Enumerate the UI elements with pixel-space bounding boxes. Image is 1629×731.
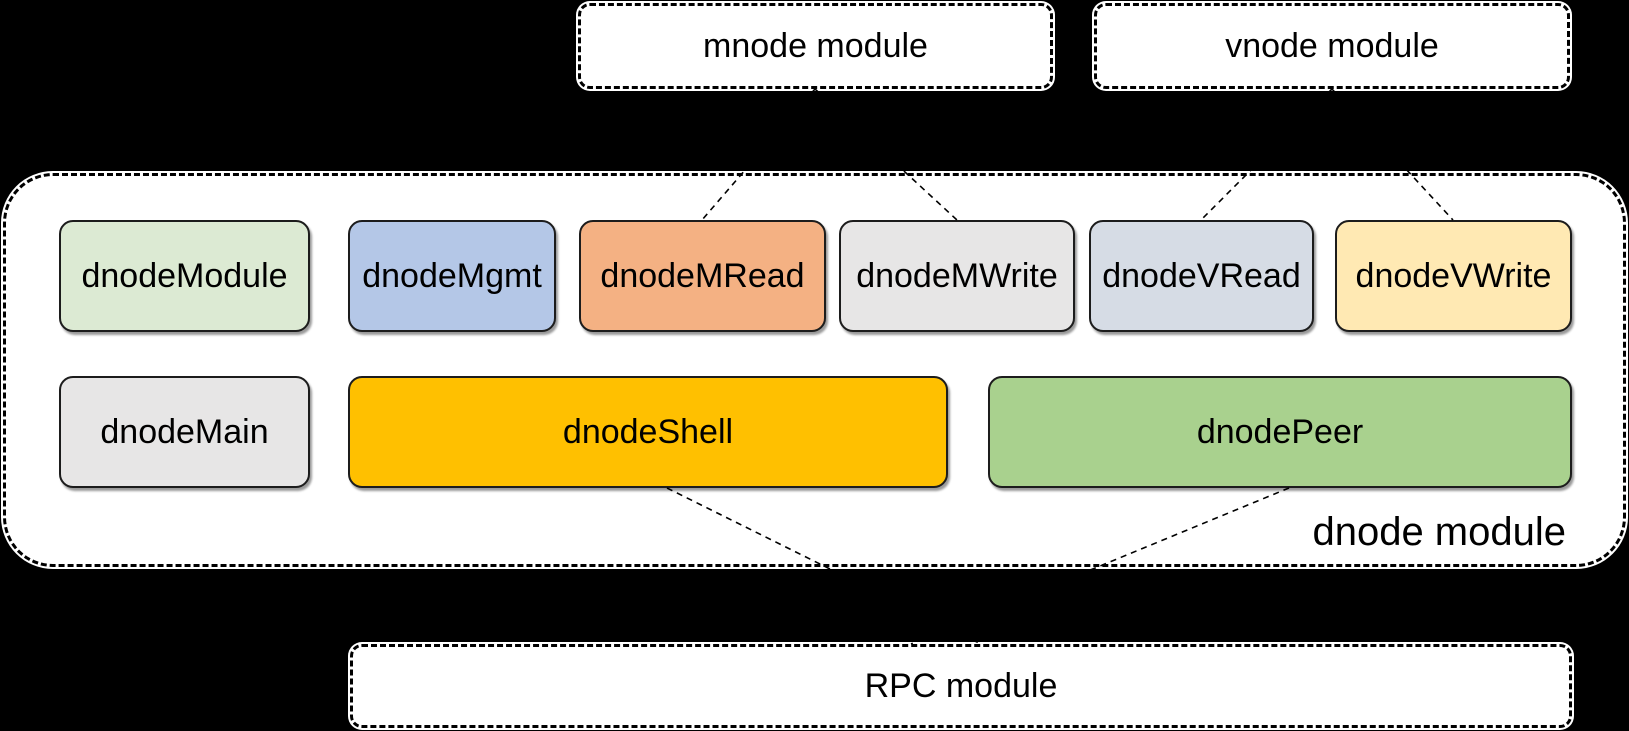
box-label: dnodeModule (81, 256, 288, 295)
dnodemain-box: dnodeMain (59, 376, 310, 488)
mnode-module-label: mnode module (703, 26, 928, 65)
dnodevwrite-box: dnodeVWrite (1335, 220, 1572, 332)
rpc-module-label: RPC module (864, 666, 1058, 705)
dnodevread-box: dnodeVRead (1089, 220, 1314, 332)
dnodepeer-box: dnodePeer (988, 376, 1572, 488)
dnodemodule-box: dnodeModule (59, 220, 310, 332)
mnode-module-box: mnode module (578, 3, 1053, 89)
box-label: dnodeMain (100, 412, 269, 451)
dnodemgmt-box: dnodeMgmt (348, 220, 556, 332)
box-label: dnodePeer (1196, 412, 1364, 451)
dnodeshell-box: dnodeShell (348, 376, 948, 488)
dnodemwrite-box: dnodeMWrite (839, 220, 1075, 332)
rpc-module-box: RPC module (350, 644, 1572, 728)
vnode-module-label: vnode module (1225, 26, 1439, 65)
box-label: dnodeMgmt (362, 256, 542, 295)
vnode-module-box: vnode module (1094, 3, 1570, 89)
box-label: dnodeMRead (600, 256, 805, 295)
dnodemread-box: dnodeMRead (579, 220, 826, 332)
box-label: dnodeVWrite (1355, 256, 1552, 295)
box-label: dnodeMWrite (856, 256, 1058, 295)
box-label: dnodeShell (562, 412, 734, 451)
box-label: dnodeVRead (1102, 256, 1301, 295)
dnode-module-label: dnode module (1312, 510, 1566, 554)
